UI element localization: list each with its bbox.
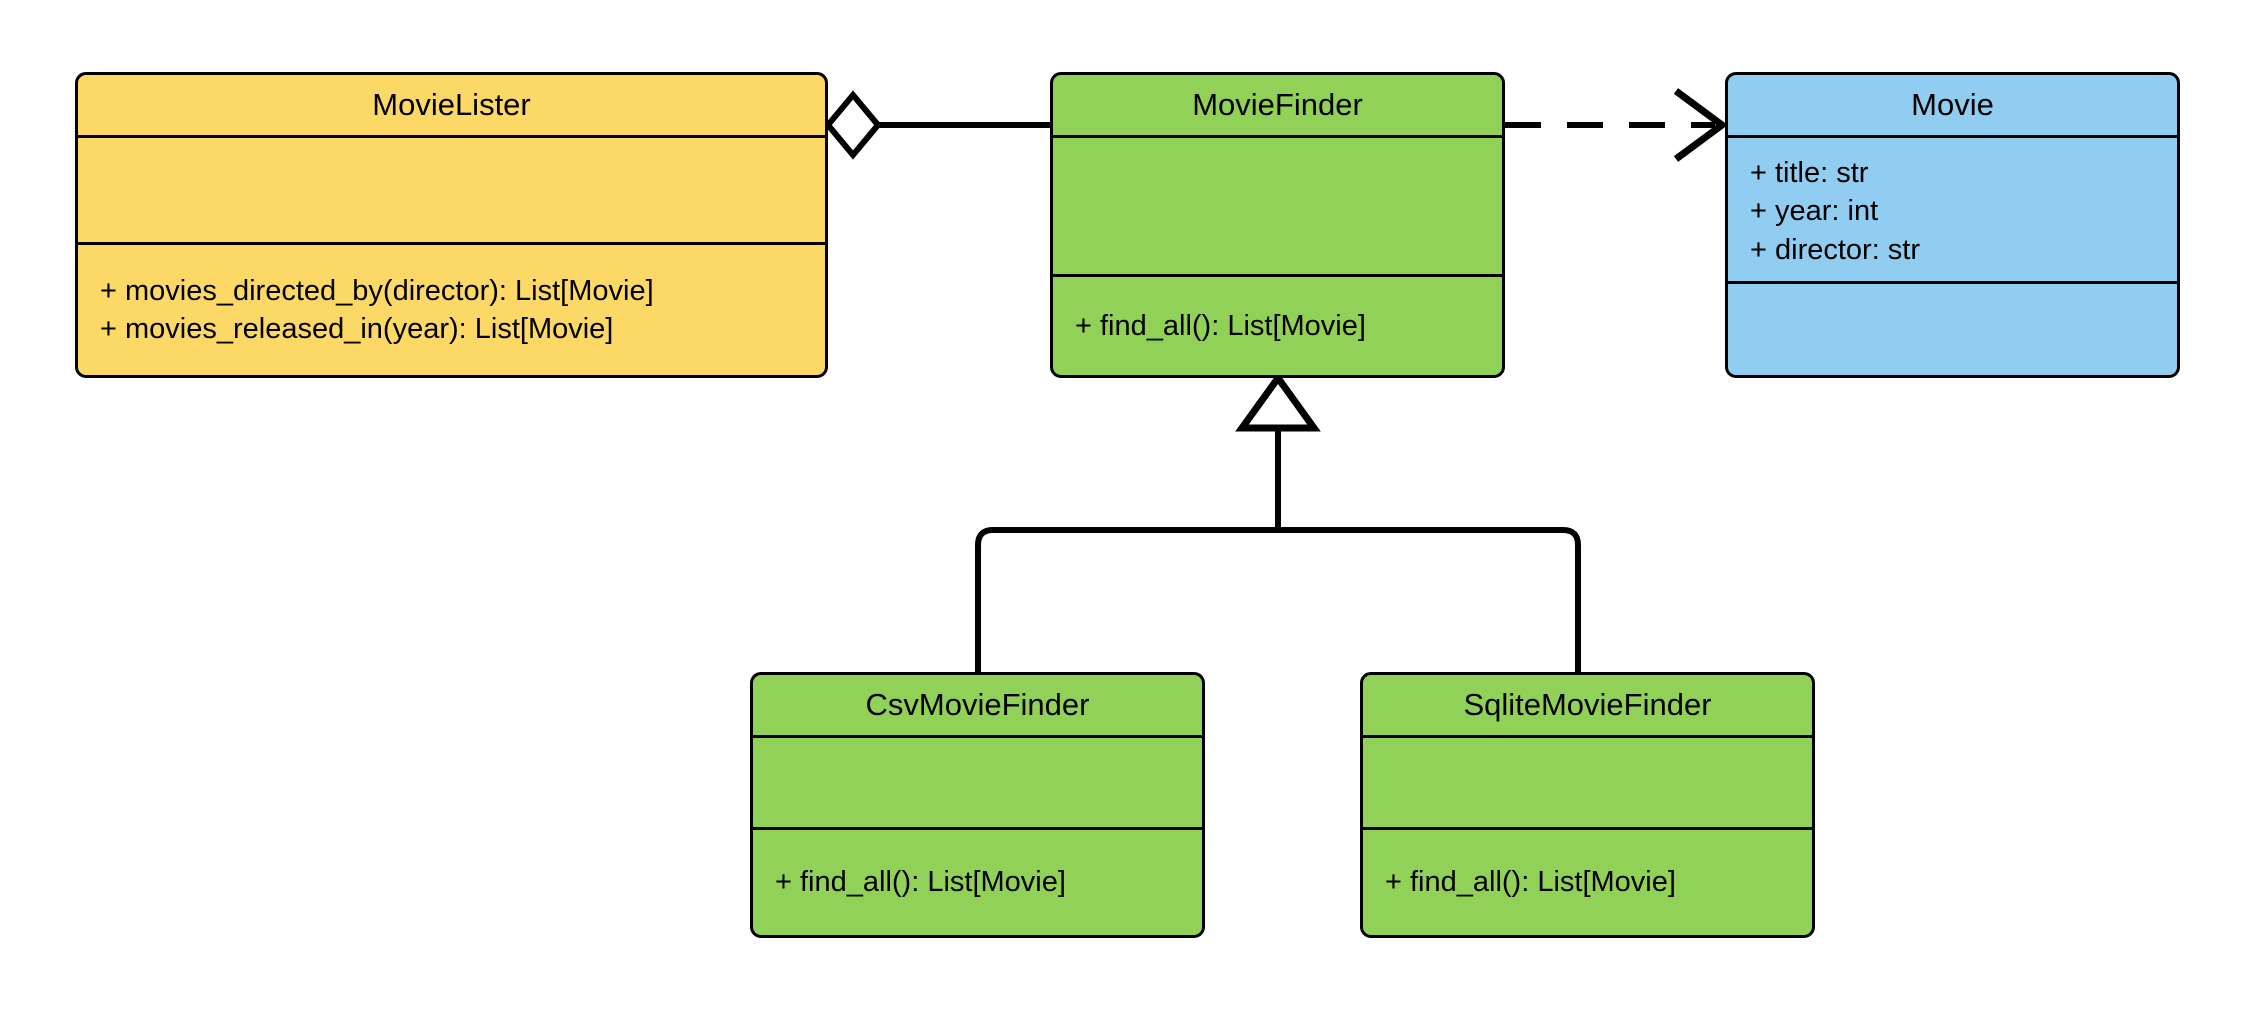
method-item: + movies_directed_by(director): List[Mov… [100, 274, 654, 307]
methods-list: + find_all(): List[Movie] [1075, 277, 1480, 375]
open-arrow-marker [1673, 88, 1728, 162]
methods-list: + find_all(): List[Movie] [1385, 830, 1790, 935]
method-item: + movies_released_in(year): List[Movie] [100, 313, 614, 345]
methods-list: + movies_directed_by(director): List[Mov… [100, 245, 803, 375]
class-name-label: CsvMovieFinder [865, 686, 1090, 722]
class-box-movie[interactable]: Movie + title: str + year: int + directo… [1725, 72, 2180, 378]
edge-aggregation-movielister-moviefinder[interactable] [824, 90, 1050, 160]
class-attributes-compartment: + title: str + year: int + director: str [1728, 138, 2177, 284]
edge-generalization-subclasses-moviefinder[interactable] [975, 372, 1581, 672]
attribute-item: + title: str [1750, 157, 1869, 189]
edge-dependency-moviefinder-movie[interactable] [1505, 88, 1728, 162]
class-methods-compartment: + find_all(): List[Movie] [753, 830, 1202, 935]
class-title-compartment: SqliteMovieFinder [1363, 675, 1812, 738]
class-title-compartment: CsvMovieFinder [753, 675, 1202, 738]
class-attributes-compartment [753, 738, 1202, 830]
class-attributes-compartment [1363, 738, 1812, 830]
class-box-sqlite-movie-finder[interactable]: SqliteMovieFinder + find_all(): List[Mov… [1360, 672, 1815, 938]
hollow-diamond-marker [824, 90, 882, 160]
hollow-triangle-marker [1235, 372, 1321, 432]
class-box-movie-lister[interactable]: MovieLister + movies_directed_by(directo… [75, 72, 828, 378]
attribute-item: + director: str [1750, 233, 1921, 266]
class-methods-compartment: + movies_directed_by(director): List[Mov… [78, 245, 825, 375]
class-name-label: Movie [1911, 86, 1994, 122]
class-title-compartment: MovieFinder [1053, 75, 1502, 138]
methods-list [1750, 284, 2155, 375]
class-title-compartment: MovieLister [78, 75, 825, 138]
class-title-compartment: Movie [1728, 75, 2177, 138]
method-item: + find_all(): List[Movie] [775, 866, 1066, 899]
class-box-csv-movie-finder[interactable]: CsvMovieFinder + find_all(): List[Movie] [750, 672, 1205, 938]
method-item: + find_all(): List[Movie] [1385, 866, 1676, 899]
attributes-list [1075, 138, 1480, 274]
class-attributes-compartment [1053, 138, 1502, 277]
attributes-list: + title: str + year: int + director: str [1750, 138, 2155, 281]
class-methods-compartment: + find_all(): List[Movie] [1363, 830, 1812, 935]
method-item: + find_all(): List[Movie] [1075, 309, 1366, 342]
class-name-label: MovieFinder [1192, 86, 1363, 122]
class-methods-compartment [1728, 284, 2177, 375]
attributes-list [775, 738, 1180, 827]
class-attributes-compartment [78, 138, 825, 245]
attributes-list [1385, 738, 1790, 827]
class-methods-compartment: + find_all(): List[Movie] [1053, 277, 1502, 375]
class-name-label: SqliteMovieFinder [1463, 686, 1712, 722]
generalization-branch-path [975, 527, 1581, 672]
class-name-label: MovieLister [372, 86, 531, 122]
methods-list: + find_all(): List[Movie] [775, 830, 1180, 935]
attribute-item: + year: int [1750, 195, 1879, 228]
attributes-list [100, 138, 803, 242]
class-box-movie-finder[interactable]: MovieFinder + find_all(): List[Movie] [1050, 72, 1505, 378]
